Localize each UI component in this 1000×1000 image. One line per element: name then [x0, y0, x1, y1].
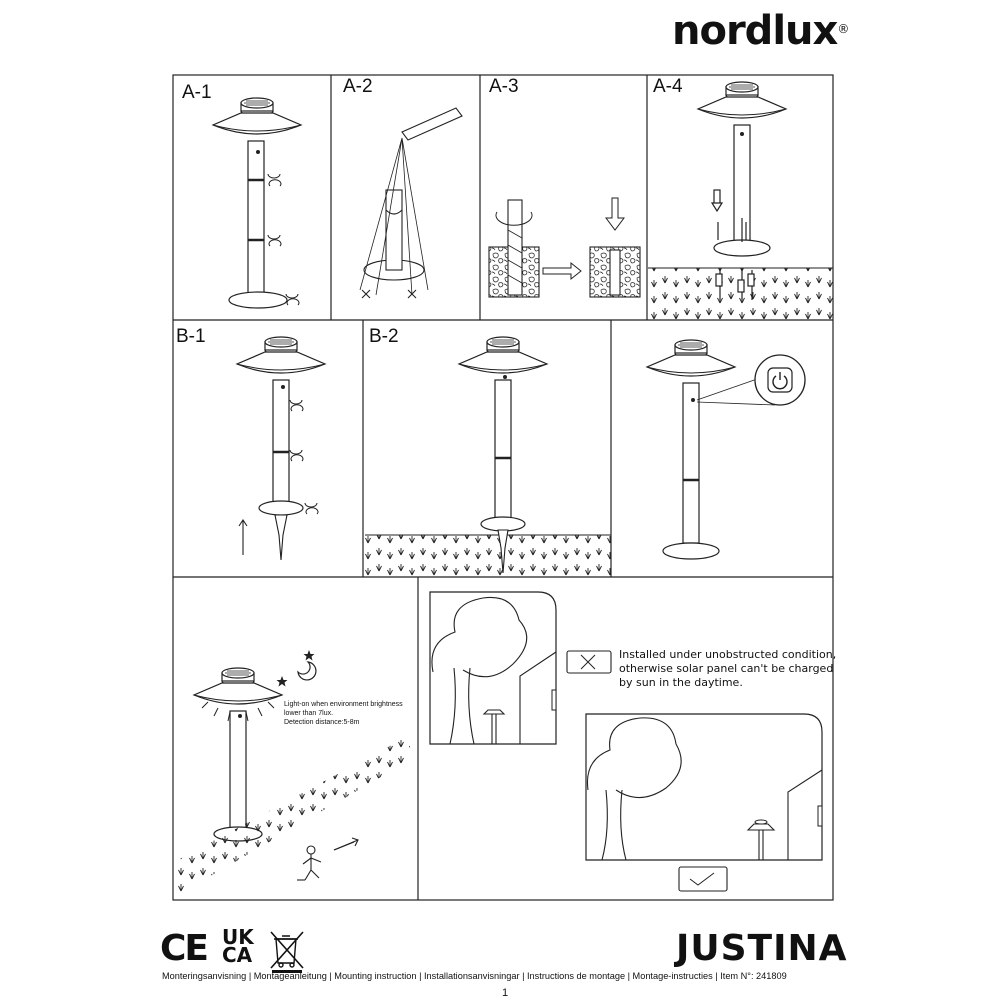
a1-lamp-illustration: [212, 97, 302, 309]
footer-text: Monteringsanvisning | Montageanleitung |…: [162, 971, 787, 981]
a4-screw-illustration: [648, 81, 833, 320]
panel-label-b2: B-2: [369, 326, 399, 347]
check-icon: [678, 866, 728, 892]
product-name: JUSTINA: [676, 928, 848, 969]
unobstructed-scene-bottom: [585, 713, 823, 861]
install-note-line-2: otherwise solar panel can't be charged: [619, 662, 834, 675]
install-note-line-3: by sun in the daytime.: [619, 676, 743, 689]
a2-marking-illustration: [359, 107, 463, 299]
power-switch-illustration: [646, 339, 806, 560]
ukca-mark-bottom: CA: [222, 943, 253, 967]
registered-mark: ®: [837, 22, 849, 36]
panel-label-a3: A-3: [489, 76, 519, 97]
cross-icon: [566, 650, 612, 674]
panel-label-a4: A-4: [653, 76, 683, 97]
ukca-mark-top: UK: [222, 925, 254, 949]
ce-mark: CE: [160, 928, 209, 969]
a3-drilling-illustration: [488, 197, 641, 298]
sensor-note-line-3: Detection distance:5-8m: [284, 719, 360, 726]
weee-bin-icon: [270, 931, 304, 973]
sensor-note-line-2: lower than 7lux.: [284, 710, 334, 717]
sensor-note-line-1: Light-on when environment brightness: [284, 701, 403, 708]
brand-logo: nordlux®: [672, 8, 849, 54]
install-note-line-1: Installed under unobstructed condition,: [619, 648, 837, 661]
ukca-mark: UK CA: [222, 925, 254, 967]
panel-label-b1: B-1: [176, 326, 206, 347]
brand-name: nordlux: [672, 8, 838, 54]
b2-installed-illustration: [365, 336, 611, 577]
page-number: 1: [502, 987, 509, 999]
b1-spike-illustration: [236, 336, 326, 561]
sensor-illustration: [178, 650, 410, 900]
unobstructed-scene-top: [429, 591, 557, 745]
install-note: Installed under unobstructed condition, …: [619, 648, 836, 690]
sensor-note: Light-on when environment brightness low…: [284, 700, 403, 727]
panel-label-a2: A-2: [343, 76, 373, 97]
panel-label-a1: A-1: [182, 82, 212, 103]
panel-grid: [172, 74, 834, 901]
